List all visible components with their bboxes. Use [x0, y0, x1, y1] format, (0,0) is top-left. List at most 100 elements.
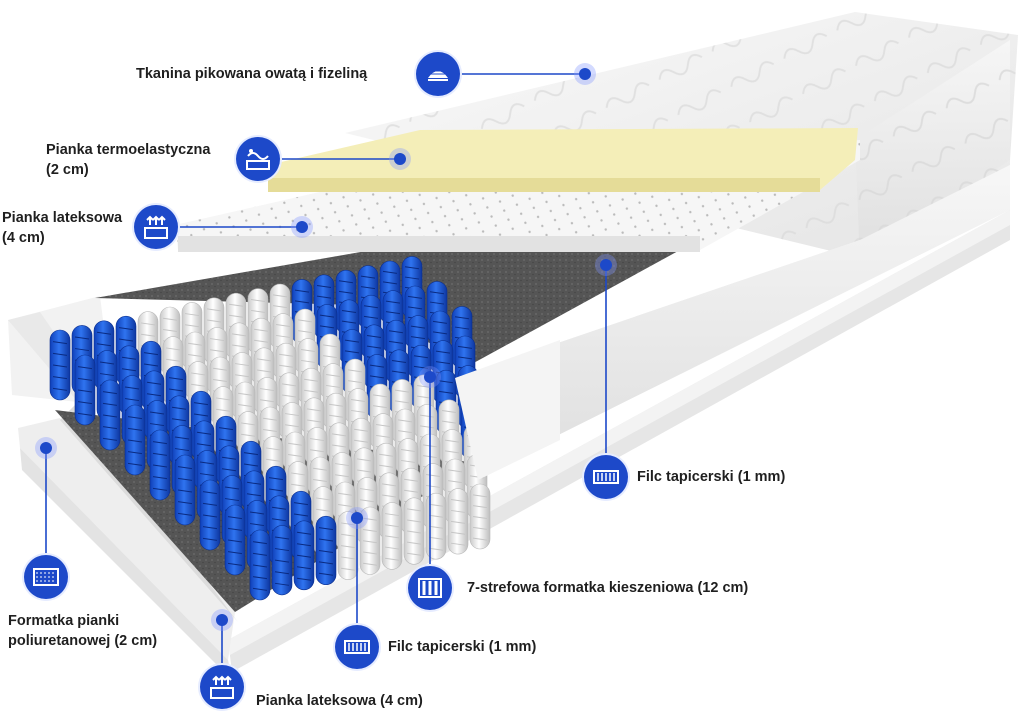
spring-rib	[397, 419, 413, 423]
spring-rib	[275, 324, 291, 328]
spring-rib	[102, 437, 118, 441]
spring-rib	[406, 552, 422, 556]
blue-pocket-spring	[149, 429, 171, 501]
spring-rib	[294, 289, 310, 293]
spring-rib	[227, 562, 243, 566]
spring-rib	[193, 402, 209, 406]
blue-pocket-spring	[199, 479, 221, 551]
spring-rib	[410, 336, 426, 340]
spring-rib	[384, 546, 400, 550]
spring-rib	[318, 572, 334, 576]
anchor-dot-thermo-foam	[394, 153, 406, 165]
anchor-dot-felt-right	[600, 259, 612, 271]
blue-pocket-spring	[224, 504, 246, 576]
spring-rib	[356, 469, 372, 473]
spring-rib	[293, 513, 309, 517]
spring-rib	[382, 270, 398, 274]
spring-rib	[199, 461, 215, 465]
spring-rib	[372, 394, 388, 398]
spring-rib	[457, 356, 473, 360]
spring-rib	[249, 511, 265, 515]
spring-rib	[472, 537, 488, 541]
spring-rib	[360, 275, 376, 279]
spring-rib	[274, 536, 290, 540]
spring-rib	[202, 514, 218, 518]
spring-rib	[287, 454, 303, 457]
spring-rib	[363, 305, 379, 309]
callout-leaders	[45, 73, 607, 665]
spring-rib	[360, 286, 376, 290]
callout-label-latex-bottom: Pianka lateksowa (4 cm)	[256, 693, 423, 709]
spring-rib	[77, 412, 93, 416]
spring-rib	[296, 543, 312, 547]
spring-rib	[303, 389, 319, 393]
spring-rib	[438, 390, 454, 394]
spring-rib	[296, 566, 312, 570]
spring-rib	[102, 402, 118, 406]
spring-rib	[403, 489, 419, 493]
spring-rib	[237, 392, 253, 396]
spring-rib	[206, 319, 222, 323]
spring-rib	[325, 374, 341, 378]
spring-rib	[74, 336, 90, 340]
spring-rib	[177, 512, 193, 516]
spring-rib	[152, 476, 168, 480]
spring-rib	[406, 519, 422, 523]
spring-rib	[303, 378, 319, 382]
spring-rib	[432, 331, 448, 335]
spring-rib	[338, 290, 354, 294]
blue-pocket-spring	[271, 525, 293, 596]
spring-rib	[196, 431, 212, 435]
spring-rib	[388, 340, 404, 344]
blue-pocket-spring	[315, 515, 337, 586]
spring-rib	[372, 405, 388, 409]
spring-rib	[190, 372, 206, 376]
spring-rib	[274, 582, 290, 586]
spring-rib	[419, 425, 435, 429]
spring-rib	[315, 497, 331, 501]
spring-rib	[316, 295, 332, 299]
spring-rib	[274, 559, 290, 563]
spring-rib	[187, 342, 203, 346]
spring-rib	[344, 339, 360, 343]
spring-rib	[152, 464, 168, 468]
spring-rib	[428, 503, 444, 507]
spring-rib	[378, 464, 394, 468]
spring-rib	[168, 388, 184, 392]
spring-rib	[391, 370, 407, 374]
spring-rib	[224, 486, 240, 490]
callout-label-felt-right: Filc tapicerski (1 mm)	[637, 469, 786, 485]
spring-rib	[246, 481, 262, 485]
spring-rib	[278, 364, 294, 368]
spring-rib	[215, 397, 231, 401]
spring-rib	[472, 494, 488, 498]
white-pocket-spring	[381, 502, 403, 570]
spring-rib	[406, 508, 422, 512]
spring-rib	[404, 276, 420, 280]
spring-rib	[212, 367, 228, 371]
spring-rib	[284, 413, 300, 417]
spring-rib	[281, 383, 297, 387]
spring-rib	[444, 439, 460, 443]
spring-rib	[425, 484, 441, 488]
spring-rib	[52, 387, 68, 391]
spring-rib	[378, 453, 394, 457]
spring-rib	[359, 499, 375, 503]
spring-rib	[250, 299, 266, 303]
spring-rib	[274, 548, 290, 552]
callout-label-felt-bottom: Filc tapicerski (1 mm)	[388, 639, 537, 655]
spring-rib	[384, 557, 400, 561]
spring-rib	[184, 324, 200, 328]
spring-rib	[300, 359, 316, 363]
spring-rib	[127, 416, 143, 420]
spring-rib	[362, 517, 378, 521]
spring-rib	[441, 420, 457, 424]
spring-rib	[362, 562, 378, 566]
spring-rib	[296, 554, 312, 558]
spring-rib	[252, 541, 268, 545]
blue-pocket-spring	[74, 354, 96, 426]
spring-rib	[425, 474, 441, 478]
spring-rib	[293, 502, 309, 506]
thermo-foam-icon	[236, 137, 280, 181]
spring-rib	[274, 571, 290, 575]
